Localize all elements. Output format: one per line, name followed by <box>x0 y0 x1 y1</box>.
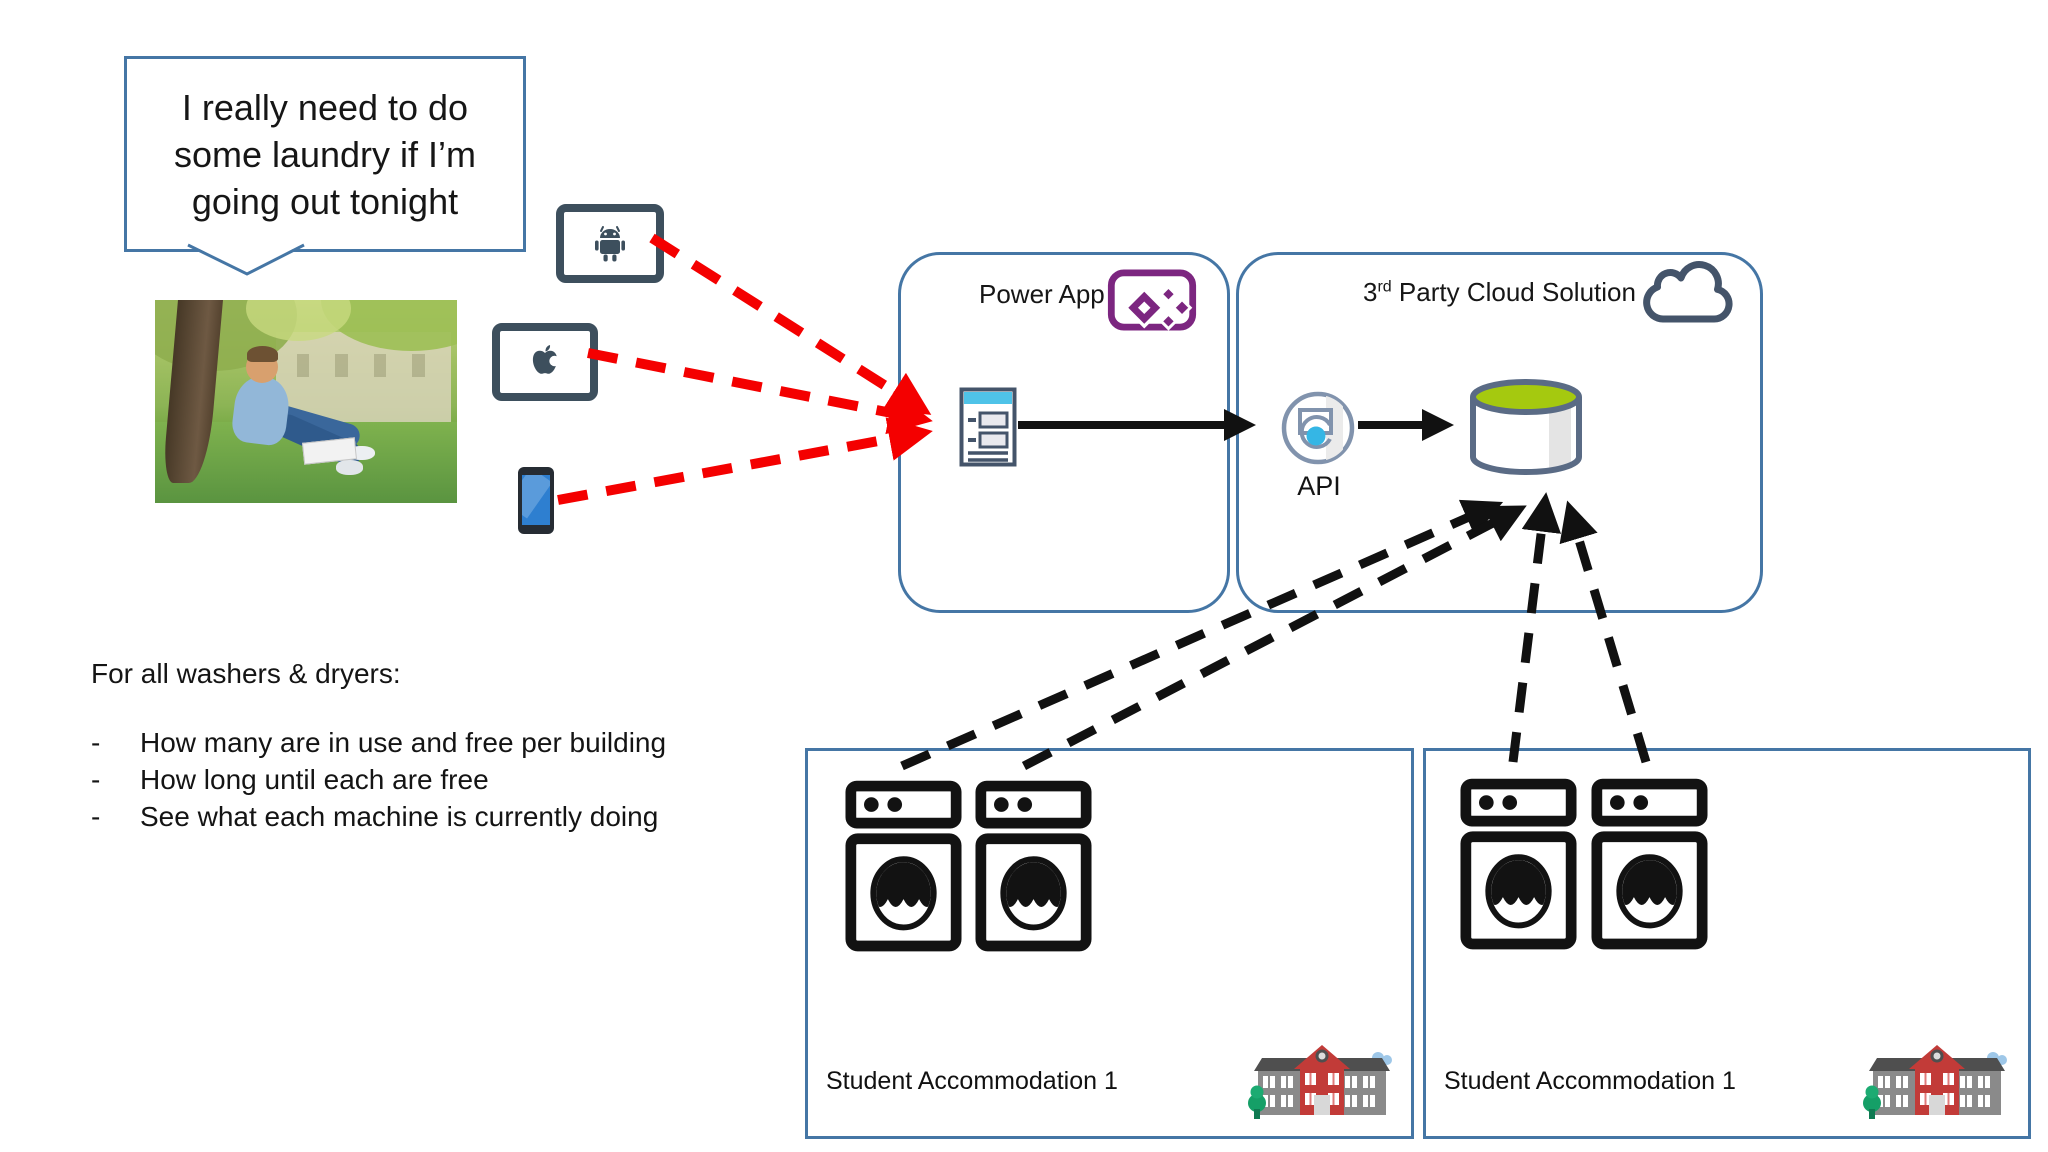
api-label: API <box>1297 471 1341 501</box>
accommodation-box-2: Student Accommodation 1 <box>1423 748 2031 1139</box>
school-building-icon <box>1248 1043 1396 1123</box>
api-icon <box>1281 391 1355 465</box>
student-photo <box>155 300 457 503</box>
washing-machine-icon <box>975 780 1092 952</box>
accommodation-box-1: Student Accommodation 1 <box>805 748 1414 1139</box>
speech-bubble: I really need to do some laundry if I’m … <box>124 56 526 252</box>
cloud-solution-box: 3rd Party Cloud Solution API <box>1236 252 1763 613</box>
requirements-title: For all washers & dryers: <box>91 658 401 689</box>
accommodation-label: Student Accommodation 1 <box>826 1067 1118 1095</box>
requirements-list: -How many are in use and free per buildi… <box>91 724 666 835</box>
apple-tablet <box>492 323 598 401</box>
accommodation-label: Student Accommodation 1 <box>1444 1067 1736 1095</box>
android-icon <box>595 225 625 261</box>
washing-machine-icon <box>1591 778 1708 950</box>
power-app-title: Power App <box>979 279 1105 309</box>
form-icon <box>959 387 1017 467</box>
washing-machine-icon <box>845 780 962 952</box>
cloud-icon <box>1643 261 1733 323</box>
power-app-box: Power App <box>898 252 1230 613</box>
list-item: -How long until each are free <box>91 764 489 795</box>
school-building-icon <box>1863 1043 2011 1123</box>
washing-machine-icon <box>1460 778 1577 950</box>
database-icon <box>1470 379 1582 475</box>
powerapps-icon <box>1107 269 1197 331</box>
cloud-box-title: 3rd Party Cloud Solution <box>1363 277 1636 307</box>
list-item: -See what each machine is currently doin… <box>91 801 659 832</box>
list-item: -How many are in use and free per buildi… <box>91 727 667 758</box>
phone-icon <box>518 467 554 534</box>
speech-bubble-text: I really need to do some laundry if I’m … <box>173 86 477 222</box>
android-tablet <box>556 204 664 283</box>
apple-icon <box>532 345 560 374</box>
